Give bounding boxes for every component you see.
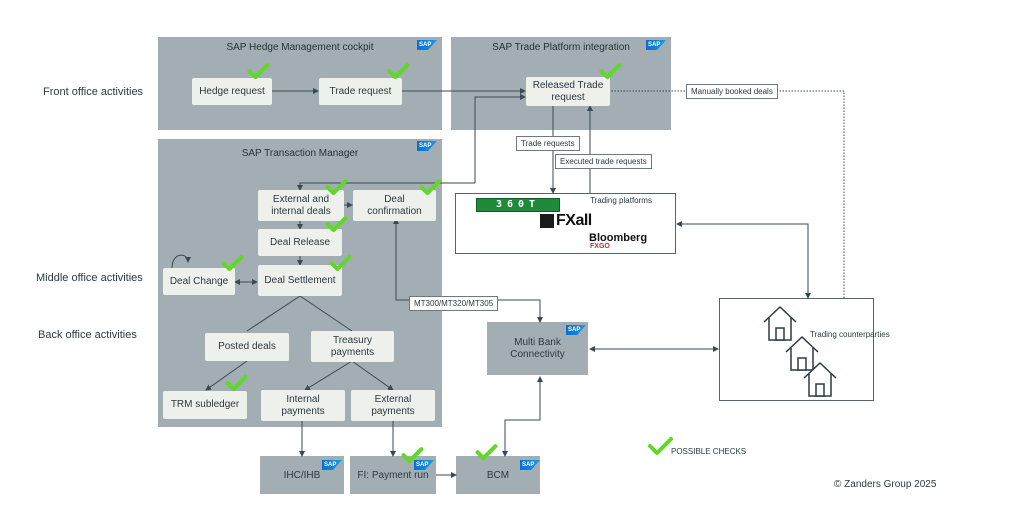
possible-checks-label: POSSIBLE CHECKS	[671, 447, 747, 456]
arrow-into-external-deals	[297, 182, 475, 191]
line-settlement-treasury	[299, 295, 353, 332]
sap-logo: SAP	[417, 141, 437, 151]
arrow-posted-to-trm	[205, 360, 248, 391]
bcm-label: BCM	[486, 470, 510, 481]
deal-change-box: Deal Change	[163, 268, 235, 295]
executed-trade-requests-label: Executed trade requests	[555, 154, 652, 169]
external-internal-deals-box: External and internal deals	[258, 190, 344, 221]
mt-messages-label: MT300/MT320/MT305	[409, 296, 499, 311]
ihc-ihb-label: IHC/IHB	[283, 470, 321, 481]
middle-office-label: Middle office activities	[36, 272, 143, 284]
arrow-platforms-counterparties	[676, 221, 811, 299]
multi-bank-label: Multi Bank Connectivity	[510, 337, 565, 360]
released-trade-request-box: Released Trade request	[526, 77, 610, 106]
front-office-label: Front office activities	[43, 86, 144, 98]
arrow-bcm-multibank	[502, 376, 543, 457]
logo-fxgo: FXGO	[590, 243, 610, 250]
trading-platforms-title: Trading platforms	[590, 196, 652, 205]
trade-requests-label: Trade requests	[516, 136, 580, 151]
posted-deals-box: Posted deals	[205, 333, 289, 361]
sap-logo: SAP	[646, 40, 666, 50]
fi-payment-run-label: FI: Payment run	[357, 470, 429, 481]
logo-fxall: FXall	[540, 211, 592, 231]
deal-confirmation-box: Deal confirmation	[353, 190, 436, 221]
arrow-treasury-to-internal	[304, 360, 353, 391]
fxall-mark-icon	[540, 214, 554, 228]
sap-logo: SAP	[322, 460, 342, 470]
hedge-management-title: SAP Hedge Management cockpit	[226, 42, 374, 53]
back-office-label: Back office activities	[38, 329, 137, 341]
manually-booked-deals-label: Manually booked deals	[686, 84, 778, 99]
house-icon	[803, 361, 837, 397]
deal-settlement-box: Deal Settlement	[258, 265, 342, 296]
house-icon	[785, 335, 819, 371]
trade-request-box: Trade request	[319, 78, 402, 105]
treasury-payments-box: Treasury payments	[311, 331, 394, 362]
house-icons	[763, 305, 837, 397]
sap-logo: SAP	[520, 460, 540, 470]
logo-bloomberg: Bloomberg	[589, 232, 648, 244]
dotted-manually-booked	[599, 88, 845, 298]
external-payments-box: External payments	[351, 390, 435, 421]
sap-logo: SAP	[414, 460, 434, 470]
arrow-external-deals-to-released	[474, 94, 526, 183]
house-icon	[763, 305, 797, 341]
trade-platform-title: SAP Trade Platform integration	[492, 42, 630, 53]
line-settlement-posted	[246, 295, 301, 332]
hedge-request-box: Hedge request	[192, 78, 272, 105]
logo-360t: 360T	[476, 198, 560, 212]
sap-logo: SAP	[566, 325, 586, 335]
loop-deal-change	[171, 254, 191, 269]
arrow-treasury-to-external	[351, 360, 394, 391]
transaction-manager-title: SAP Transaction Manager	[241, 148, 359, 159]
trading-counterparties-title: Trading counterparties	[810, 330, 890, 339]
deal-release-box: Deal Release	[258, 229, 342, 256]
internal-payments-box: Internal payments	[261, 390, 345, 421]
copyright: © Zanders Group 2025	[834, 479, 937, 490]
logo-360t-text: 360T	[495, 199, 541, 210]
trm-subledger-box: TRM subledger	[163, 391, 247, 419]
sap-logo: SAP	[417, 40, 437, 50]
logo-fxall-text: FXall	[556, 212, 592, 229]
